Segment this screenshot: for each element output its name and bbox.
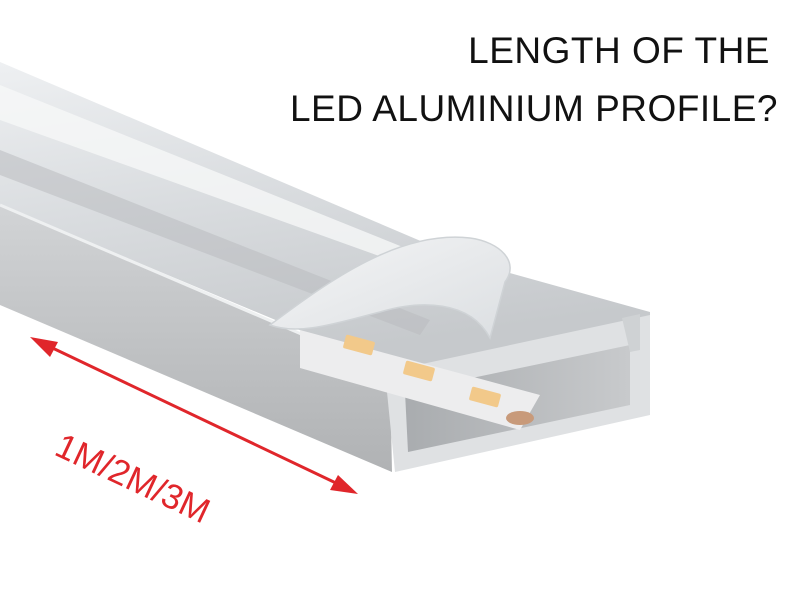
headline-line-1: LENGTH OF THE [468, 30, 770, 71]
led-chip [469, 386, 501, 408]
diffuser-cover-peeled [268, 236, 511, 341]
profile-side-face [0, 205, 392, 472]
solder-pad [506, 411, 534, 425]
diffuser-highlight [0, 85, 460, 285]
profile-end-lip [622, 314, 640, 352]
dimension-arrow [30, 337, 358, 494]
led-chip [343, 334, 375, 356]
led-strip [300, 330, 540, 430]
led-chip [403, 360, 435, 382]
headline-line-2: LED ALUMINIUM PROFILE? [289, 88, 778, 129]
